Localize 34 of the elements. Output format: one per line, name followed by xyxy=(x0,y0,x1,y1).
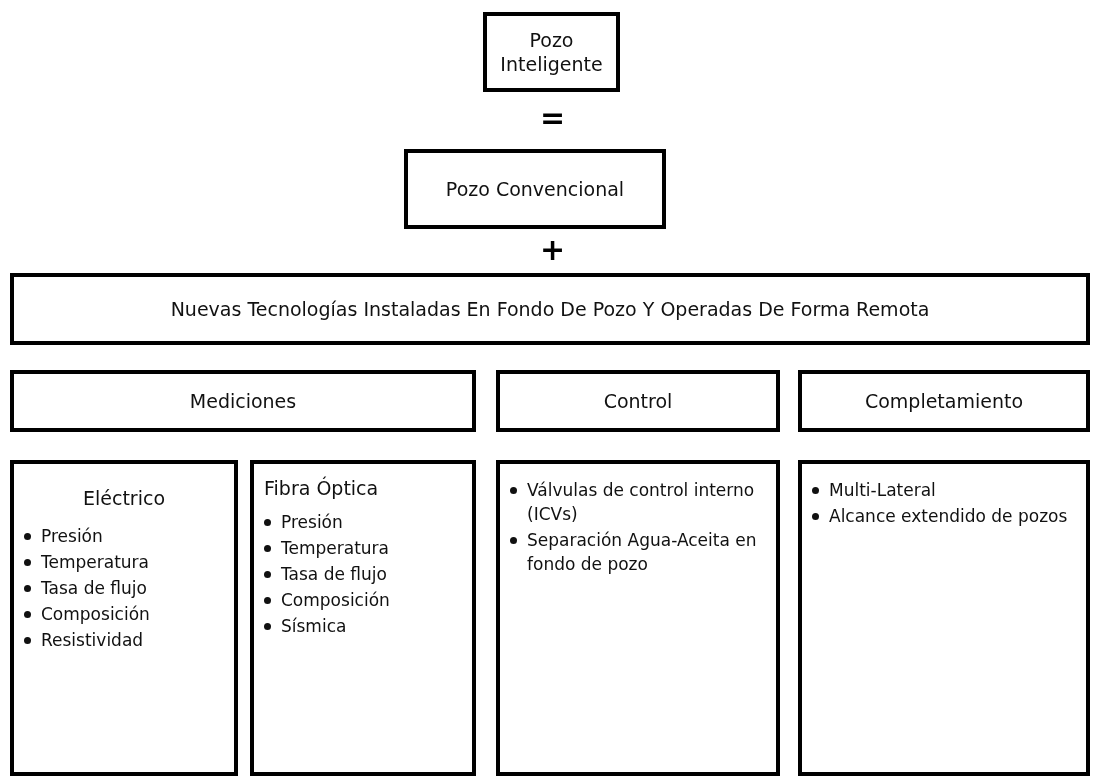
box-heading: Eléctrico xyxy=(82,486,166,510)
list-item: Multi-Lateral xyxy=(829,479,936,502)
process-box xyxy=(483,12,620,92)
list-item: Temperatura xyxy=(281,537,390,560)
list-item: Tasa de flujo xyxy=(41,577,147,600)
list-item: Sísmica xyxy=(281,615,347,638)
list-item: Tasa de flujo xyxy=(281,563,387,586)
list-item: Resistividad xyxy=(41,629,144,652)
process-box xyxy=(10,273,1090,345)
list-item: Presión xyxy=(41,525,103,548)
list-item: Válvulas de control interno (ICVs) xyxy=(527,479,756,526)
process-box xyxy=(798,460,1090,776)
box-heading: Fibra Óptica xyxy=(264,476,380,500)
list-item: Alcance extendido de pozos xyxy=(829,505,1068,528)
list-item: Composición xyxy=(281,589,390,612)
box-title: Nuevas Tecnologías Instaladas En Fondo De Pozo Y Operadas De Forma Remota xyxy=(170,297,930,321)
process-box xyxy=(496,460,780,776)
box-title: Control xyxy=(603,389,673,413)
box-title: Mediciones xyxy=(189,389,297,413)
process-box xyxy=(10,460,238,776)
box-title: Pozo Inteligente xyxy=(499,28,604,76)
process-box xyxy=(496,370,780,432)
process-box xyxy=(250,460,476,776)
box-title: Pozo Convencional xyxy=(445,177,625,201)
box-title: Completamiento xyxy=(864,389,1024,413)
list-item: Composición xyxy=(41,603,150,626)
process-box xyxy=(798,370,1090,432)
operator-sign: + xyxy=(540,232,566,267)
list-item: Temperatura xyxy=(41,551,150,574)
process-box xyxy=(10,370,476,432)
operator-sign: = xyxy=(540,100,566,135)
list-item: Presión xyxy=(281,511,343,534)
list-item: Separación Agua-Aceita en fondo de pozo xyxy=(527,529,758,576)
process-box xyxy=(404,149,666,229)
